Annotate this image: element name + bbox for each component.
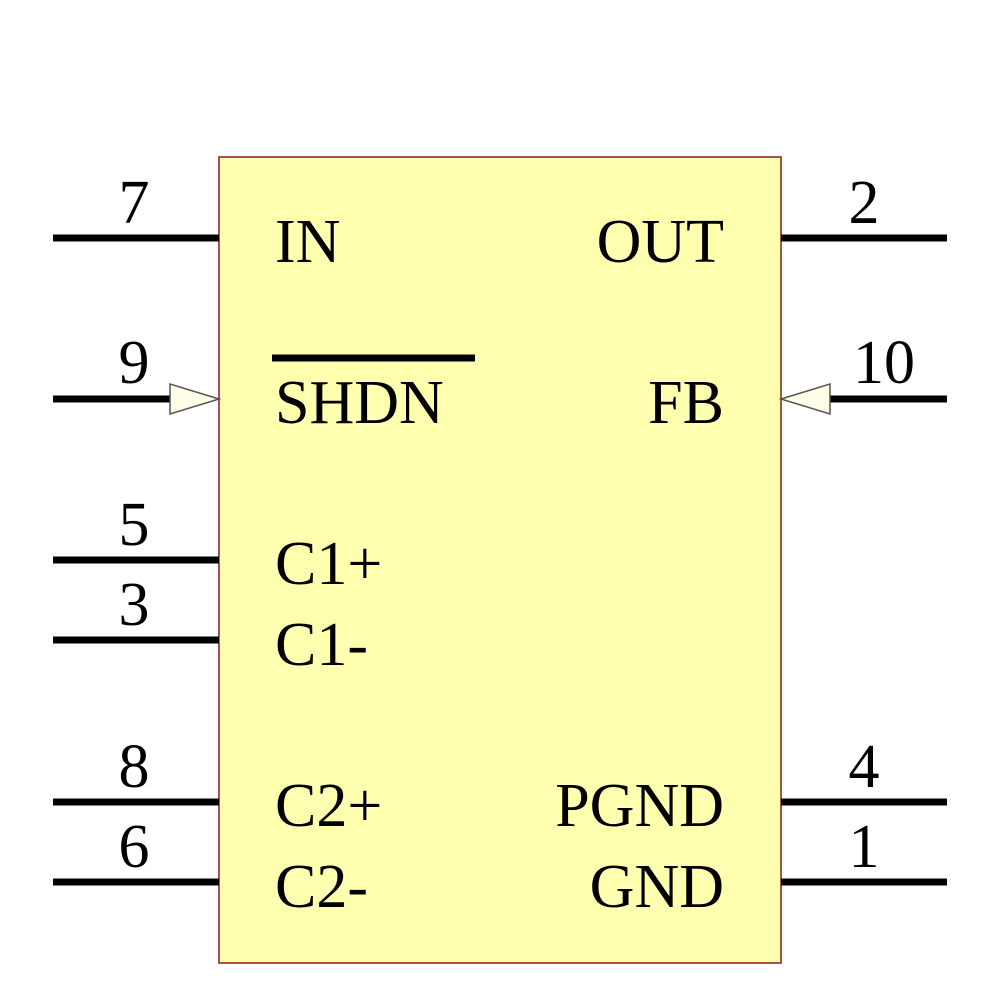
pin-2[interactable]: 2 OUT [597,169,947,276]
pin-name: IN [275,208,340,276]
pin-name: PGND [555,772,724,840]
pin-name: C2- [275,853,368,921]
pin-number: 1 [849,813,880,881]
pin-name: GND [590,853,724,921]
pin-6[interactable]: 6 C2- [53,813,368,921]
pin-number: 7 [119,169,150,237]
pin-5[interactable]: 5 C1+ [53,491,382,598]
pin-number: 8 [119,733,150,801]
pin-number: 5 [119,491,150,559]
pin-number: 3 [119,571,150,639]
pin-3[interactable]: 3 C1- [53,571,368,679]
input-arrow-icon [778,382,831,416]
pin-number: 9 [119,329,150,397]
pin-1[interactable]: 1 GND [590,813,947,921]
pin-8[interactable]: 8 C2+ [53,733,382,840]
pin-name: C2+ [275,772,382,840]
pin-4[interactable]: 4 PGND [555,733,947,840]
pin-name: C1- [275,611,368,679]
pin-7[interactable]: 7 IN [53,169,340,276]
pin-name: SHDN [275,369,444,437]
component-body [218,156,782,964]
pin-number: 10 [853,329,915,397]
pin-10[interactable]: 10 FB [648,329,947,437]
pin-name: OUT [597,208,724,276]
pin-number: 6 [119,813,150,881]
pin-number: 2 [849,169,880,237]
pin-name: C1+ [275,530,382,598]
pin-9[interactable]: 9 SHDN [53,329,475,437]
pin-name: FB [648,369,724,437]
input-arrow-icon [169,382,222,416]
pin-number: 4 [849,733,880,801]
